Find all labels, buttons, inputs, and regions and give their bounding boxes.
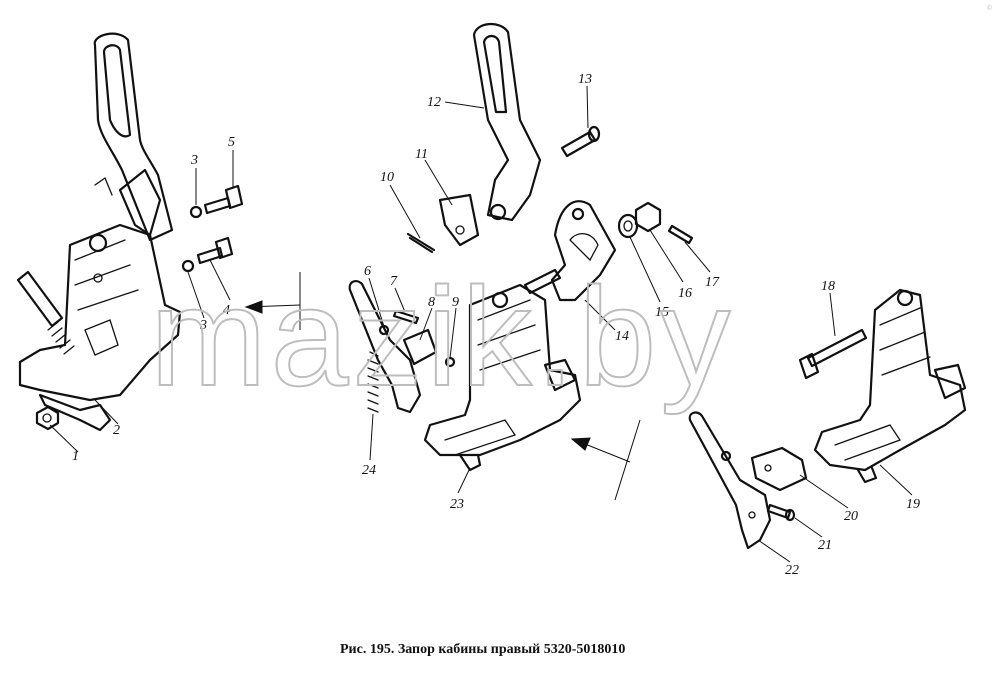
callout-15: 15 [655,305,669,320]
callout-21: 21 [818,538,832,553]
callout-17: 17 [705,275,720,290]
callout-1: 1 [72,449,79,464]
callout-11: 11 [415,147,428,162]
callout-22: 22 [785,563,799,578]
right-small-parts [688,328,868,550]
center-lever-6 [348,280,456,414]
callout-20: 20 [844,509,858,524]
leader-lines [49,85,913,563]
callout-3-lower: 3 [199,318,207,333]
figure-caption: Рис. 195. Запор кабины правый 5320-50180… [340,642,625,657]
callout-19: 19 [906,497,920,512]
callout-2: 2 [113,423,120,438]
corner-mark: © [986,4,993,12]
center-handle-12 [472,23,542,222]
callout-13: 13 [578,72,592,87]
callout-18: 18 [821,279,835,294]
callout-4: 4 [223,303,230,318]
callout-numbers: 1 2 3 3 4 5 6 7 8 9 10 11 12 13 14 15 16… [72,72,920,578]
watermark-text: mazik.by [150,258,734,415]
callout-3-upper: 3 [190,153,198,168]
left-hardware [35,184,244,431]
callout-24: 24 [362,463,376,478]
callout-5: 5 [228,135,235,150]
right-latch-body-19 [813,288,967,484]
callout-7: 7 [390,274,398,289]
center-latch-body-23 [423,283,582,472]
left-latch-assembly [16,32,182,432]
callout-16: 16 [678,286,692,301]
callout-9: 9 [452,295,459,310]
callout-8: 8 [428,295,435,310]
callout-10: 10 [380,170,394,185]
callout-12: 12 [427,95,441,110]
callout-14: 14 [615,329,629,344]
callout-23: 23 [450,497,464,512]
callout-6: 6 [364,264,371,279]
